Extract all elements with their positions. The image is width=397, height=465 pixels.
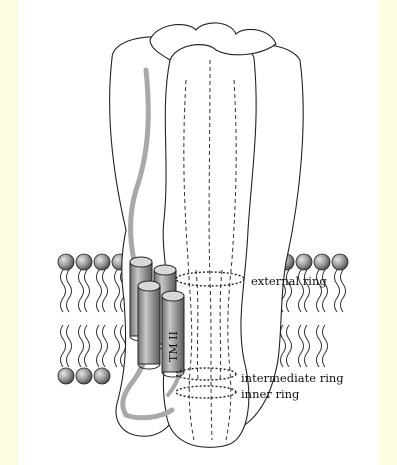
inner-ring-label: inner ring [241, 387, 300, 401]
helix-label: TM II [167, 331, 180, 362]
helix-3 [138, 281, 160, 369]
intermediate-ring-label: intermediate ring [241, 371, 344, 385]
membrane-heads-left [58, 254, 128, 384]
external-ring-label: external ring [251, 274, 327, 288]
membrane-tails-left [61, 270, 126, 367]
membrane-heads-right [278, 254, 348, 270]
